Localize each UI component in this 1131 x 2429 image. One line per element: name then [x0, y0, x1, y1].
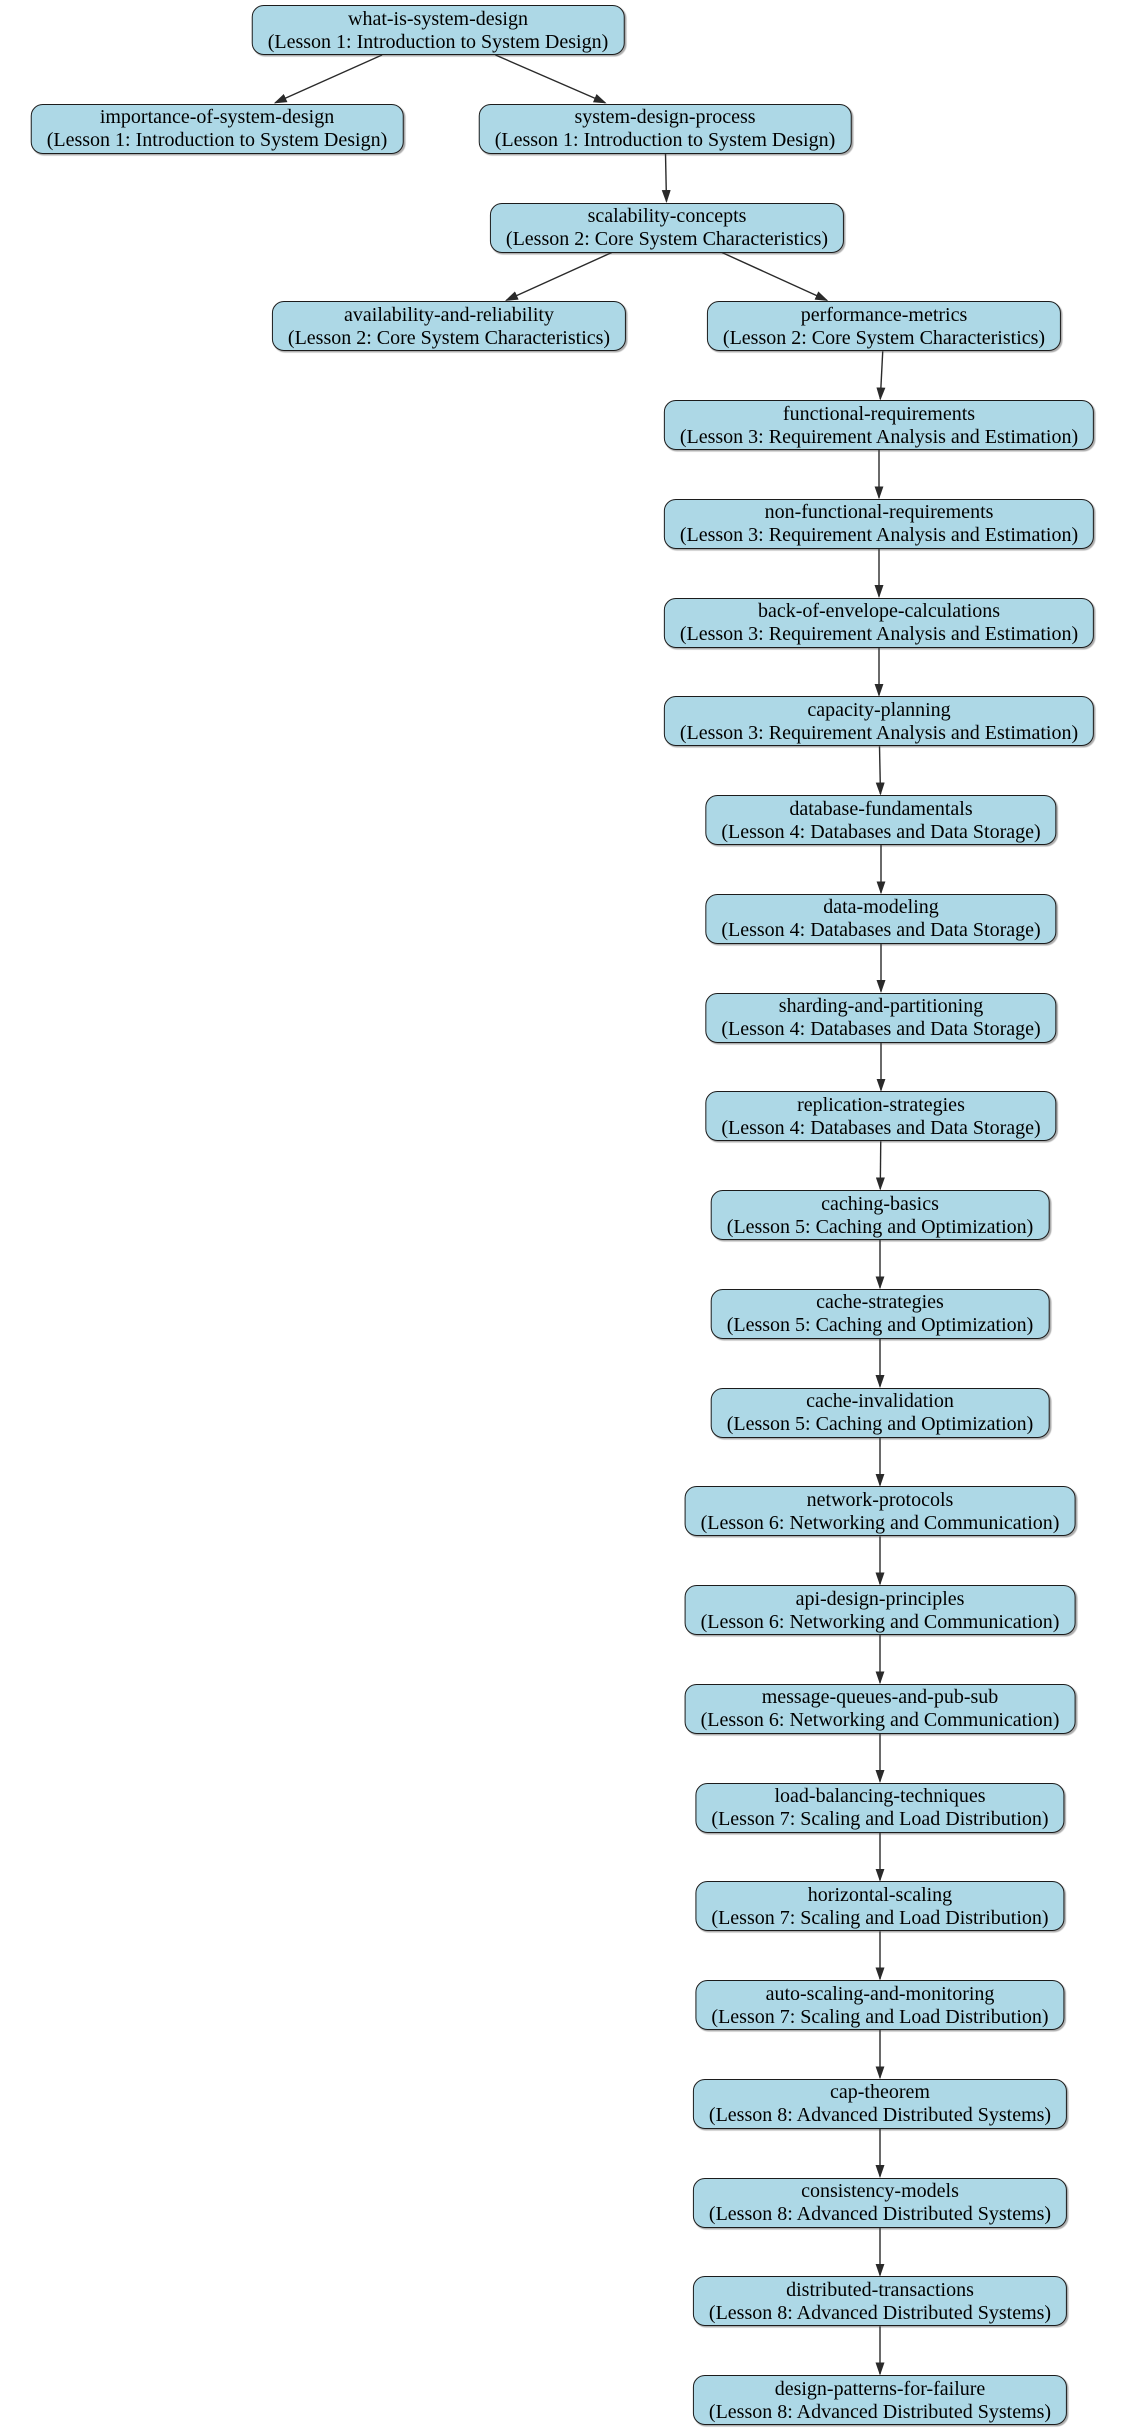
node-subtitle: (Lesson 4: Databases and Data Storage) [721, 919, 1041, 942]
node-auto-scaling-and-monitoring: auto-scaling-and-monitoring(Lesson 7: Sc… [695, 1980, 1065, 2030]
node-title: auto-scaling-and-monitoring [765, 1982, 995, 2005]
node-title: what-is-system-design [348, 7, 528, 30]
node-subtitle: (Lesson 4: Databases and Data Storage) [721, 1018, 1041, 1040]
node-cache-strategies: cache-strategies(Lesson 5: Caching and O… [710, 1288, 1050, 1339]
node-performance-metrics: performance-metrics(Lesson 2: Core Syste… [706, 301, 1062, 352]
node-subtitle: (Lesson 3: Requirement Analysis and Esti… [679, 524, 1079, 547]
node-subtitle: (Lesson 5: Caching and Optimization) [726, 1314, 1034, 1337]
node-subtitle: (Lesson 2: Core System Characteristics) [505, 228, 829, 250]
edge-capacity-planning-to-database-fundamentals [875, 746, 885, 796]
node-importance-of-system-design: importance-of-system-design(Lesson 1: In… [30, 103, 404, 154]
edge-scalability-concepts-to-availability-and-reliability [505, 251, 613, 301]
node-subtitle: (Lesson 8: Advanced Distributed Systems) [708, 2104, 1052, 2127]
node-title: performance-metrics [800, 303, 968, 326]
node-subtitle: (Lesson 5: Caching and Optimization) [726, 1215, 1034, 1238]
node-title: load-balancing-techniques [774, 1785, 986, 1807]
node-title: replication-strategies [797, 1093, 965, 1116]
node-replication-strategies: replication-strategies(Lesson 4: Databas… [705, 1091, 1057, 1142]
node-horizontal-scaling: horizontal-scaling(Lesson 7: Scaling and… [695, 1881, 1065, 1932]
node-what-is-system-design: what-is-system-design(Lesson 1: Introduc… [251, 5, 625, 55]
node-subtitle: (Lesson 1: Introduction to System Design… [494, 129, 836, 152]
node-title: functional-requirements [782, 402, 976, 425]
node-subtitle: (Lesson 8: Advanced Distributed Systems) [708, 2203, 1052, 2225]
node-subtitle: (Lesson 1: Introduction to System Design… [46, 129, 388, 152]
node-system-design-process: system-design-process(Lesson 1: Introduc… [478, 103, 852, 154]
node-title: horizontal-scaling [807, 1883, 953, 1906]
node-data-modeling: data-modeling(Lesson 4: Databases and Da… [705, 893, 1057, 944]
node-title: cache-invalidation [806, 1390, 954, 1412]
node-title: system-design-process [574, 106, 756, 129]
node-title: database-fundamentals [789, 797, 973, 820]
node-subtitle: (Lesson 7: Scaling and Load Distribution… [711, 1808, 1049, 1830]
node-load-balancing-techniques: load-balancing-techniques(Lesson 7: Scal… [695, 1782, 1065, 1833]
edge-system-design-process-to-scalability-concepts [661, 153, 671, 203]
node-subtitle: (Lesson 3: Requirement Analysis and Esti… [679, 721, 1079, 744]
node-message-queues-and-pub-sub: message-queues-and-pub-sub(Lesson 6: Net… [684, 1683, 1076, 1734]
node-title: back-of-envelope-calculations [757, 600, 1001, 622]
node-non-functional-requirements: non-functional-requirements(Lesson 3: Re… [663, 498, 1095, 549]
node-subtitle: (Lesson 1: Introduction to System Design… [267, 30, 609, 53]
node-title: cap-theorem [830, 2081, 930, 2104]
edge-performance-metrics-to-functional-requirements [876, 351, 886, 401]
node-subtitle: (Lesson 6: Networking and Communication) [700, 1709, 1060, 1732]
node-title: design-patterns-for-failure [774, 2377, 986, 2400]
node-scalability-concepts: scalability-concepts(Lesson 2: Core Syst… [489, 202, 845, 253]
node-back-of-envelope-calculations: back-of-envelope-calculations(Lesson 3: … [663, 597, 1095, 648]
node-sharding-and-partitioning: sharding-and-partitioning(Lesson 4: Data… [705, 992, 1057, 1043]
node-subtitle: (Lesson 6: Networking and Communication) [700, 1610, 1060, 1633]
node-availability-and-reliability: availability-and-reliability(Lesson 2: C… [271, 301, 627, 352]
node-subtitle: (Lesson 7: Scaling and Load Distribution… [711, 1906, 1049, 1929]
node-consistency-models: consistency-models(Lesson 8: Advanced Di… [692, 2177, 1068, 2228]
node-api-design-principles: api-design-principles(Lesson 6: Networki… [684, 1585, 1076, 1635]
node-title: network-protocols [806, 1488, 954, 1511]
node-title: scalability-concepts [587, 205, 747, 227]
node-subtitle: (Lesson 2: Core System Characteristics) [722, 326, 1046, 349]
node-subtitle: (Lesson 2: Core System Characteristics) [287, 326, 611, 349]
node-capacity-planning: capacity-planning(Lesson 3: Requirement … [663, 696, 1095, 747]
node-title: non-functional-requirements [764, 501, 994, 524]
node-title: caching-basics [821, 1192, 939, 1215]
node-subtitle: (Lesson 5: Caching and Optimization) [726, 1413, 1034, 1435]
edge-what-is-system-design-to-system-design-process [495, 54, 607, 104]
node-title: importance-of-system-design [99, 106, 335, 129]
edge-what-is-system-design-to-importance-of-system-design [273, 54, 383, 104]
node-database-fundamentals: database-fundamentals(Lesson 4: Database… [705, 795, 1057, 845]
node-title: consistency-models [801, 2180, 959, 2202]
node-subtitle: (Lesson 8: Advanced Distributed Systems) [708, 2400, 1052, 2423]
edge-group [273, 54, 886, 2376]
node-functional-requirements: functional-requirements(Lesson 3: Requir… [663, 400, 1095, 450]
node-design-patterns-for-failure: design-patterns-for-failure(Lesson 8: Ad… [692, 2375, 1068, 2425]
node-subtitle: (Lesson 4: Databases and Data Storage) [721, 1116, 1041, 1139]
node-title: cache-strategies [816, 1291, 944, 1314]
node-title: data-modeling [823, 896, 939, 919]
node-subtitle: (Lesson 3: Requirement Analysis and Esti… [679, 425, 1079, 448]
node-title: availability-and-reliability [344, 303, 554, 326]
edge-scalability-concepts-to-performance-metrics [721, 251, 829, 301]
node-subtitle: (Lesson 6: Networking and Communication) [700, 1511, 1060, 1534]
node-subtitle: (Lesson 4: Databases and Data Storage) [721, 820, 1041, 843]
node-subtitle: (Lesson 8: Advanced Distributed Systems) [708, 2301, 1052, 2324]
node-title: distributed-transactions [786, 2278, 974, 2301]
node-caching-basics: caching-basics(Lesson 5: Caching and Opt… [710, 1190, 1050, 1240]
node-title: message-queues-and-pub-sub [761, 1686, 999, 1709]
node-distributed-transactions: distributed-transactions(Lesson 8: Advan… [692, 2276, 1068, 2327]
node-title: capacity-planning [807, 698, 951, 721]
node-subtitle: (Lesson 3: Requirement Analysis and Esti… [679, 623, 1079, 645]
node-cap-theorem: cap-theorem(Lesson 8: Advanced Distribut… [692, 2078, 1068, 2129]
node-title: api-design-principles [795, 1587, 965, 1610]
node-subtitle: (Lesson 7: Scaling and Load Distribution… [711, 2005, 1049, 2028]
node-network-protocols: network-protocols(Lesson 6: Networking a… [684, 1486, 1076, 1537]
node-title: sharding-and-partitioning [778, 995, 984, 1017]
node-cache-invalidation: cache-invalidation(Lesson 5: Caching and… [710, 1387, 1050, 1438]
